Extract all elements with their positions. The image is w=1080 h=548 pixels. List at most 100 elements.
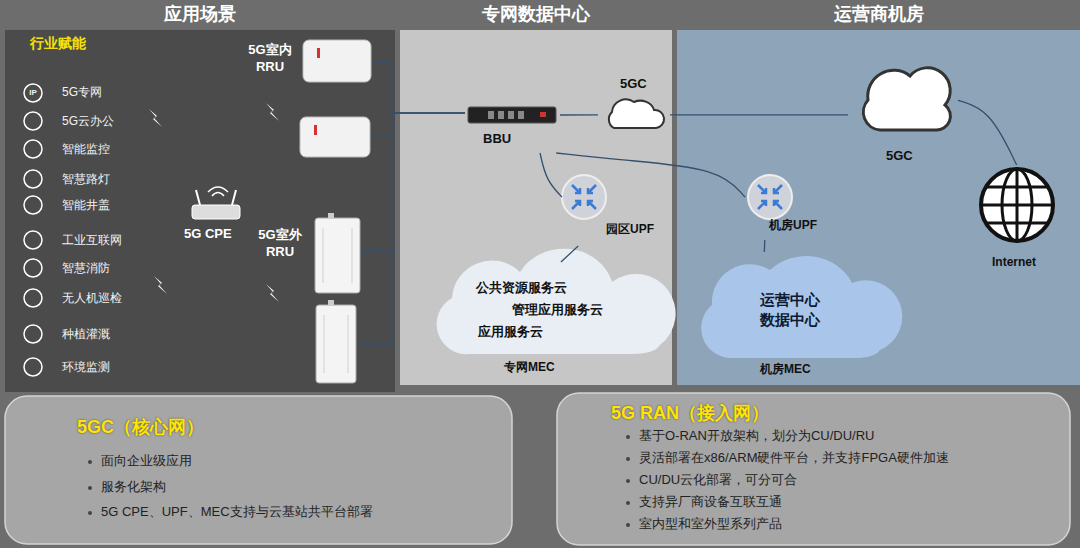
connector-line [362,113,465,250]
scenario-icon [24,259,42,277]
outdoor-rru-device [323,228,352,283]
bullet-text: 基于O-RAN开放架构，划分为CU/DU/RU [623,428,874,445]
globe-icon [981,169,1053,241]
scenario-label: 环境监测 [62,359,110,375]
extra-wire [356,137,392,345]
node-text: 5GC [886,148,913,165]
private-dc-panel: 专网数据中心BBU5GC园区UPF公共资源服务云管理应用服务云应用服务云专网ME… [400,30,672,385]
node-text: 机房UPF [769,218,817,234]
bbu-device [540,112,546,117]
node-text: 应用服务云 [478,324,543,341]
node-text: 运营中心 数据中心 [760,290,826,331]
node-text: 管理应用服务云 [512,302,603,319]
scenario-icon [24,140,42,158]
mec-cloud: 公共资源服务云管理应用服务云应用服务云专网MEC [438,262,670,380]
connector-line [556,153,745,197]
outdoor-rru-device [324,315,348,373]
indoor-rru-device [317,48,320,58]
lightning-symbol [266,284,279,302]
scenario-icon [24,84,42,376]
bullet-text: 5G CPE、UPF、MEC支持与云基站共平台部署 [85,504,373,521]
scenario-icon [24,112,42,130]
column-heading: 专网数据中心 [400,3,672,26]
indoor-rru-device [314,125,317,135]
upf-node: 园区UPF [562,172,670,246]
column-heading: 运营商机房 [677,3,1080,26]
scenario-label: 智能监控 [62,141,110,157]
outdoor-rru-device [328,213,334,219]
cpe-router [208,187,228,196]
operator-room-panel: 运营商机房5GC机房UPF运营中心 数据中心机房MECInternet [677,30,1080,385]
indoor-rru: 5G室内RRU [240,38,372,86]
mec-cloud [437,249,903,358]
node-text: 行业赋能 [30,34,86,52]
node-text: BBU [483,131,511,148]
core-cloud: 5GC [848,60,958,172]
extra-wire [370,136,392,137]
scenario-icon [24,325,42,343]
node-text: Internet [992,255,1036,271]
connector-line [958,100,1017,165]
core-cloud: 5GC [598,76,670,130]
scenario-label: 智慧路灯 [62,171,110,187]
icon-text: IP [24,86,42,100]
node-text: 机房MEC [760,362,811,378]
upf-router-icon [562,175,606,219]
cpe-device: 5G CPE [180,188,262,248]
scenario-label: 无人机巡检 [62,290,122,306]
lightning-symbol [154,276,167,294]
indoor-rru-device [303,40,371,82]
access-network-box: 5G RAN（接入网）基于O-RAN开放架构，划分为CU/DU/RU灵活部署在x… [557,393,1070,545]
bullet-text: CU/DU云化部署，可分可合 [623,472,797,489]
node-text: 5GC [620,76,647,93]
bbu-unit: BBU [465,103,560,153]
cloud-icon [863,68,950,130]
scenario-icon [24,196,42,214]
cpe-router [192,187,240,219]
upf-router-icon [562,175,606,219]
bbu-device [468,107,556,123]
bullet-text: 支持异厂商设备互联互通 [623,494,782,511]
connector-line [372,62,465,113]
scenario-icon [24,289,42,307]
lightning-symbol [149,103,279,302]
bbu-device [488,111,494,119]
upf-router-icon [572,185,596,209]
bbu-device [508,111,514,119]
lightning-symbol [149,109,162,127]
cloud-icon [609,99,664,128]
bullet-text: 灵活部署在x86/ARM硬件平台，并支持FPGA硬件加速 [623,450,949,467]
outdoor-rru-device [315,218,360,293]
extra-wire [356,250,392,345]
node-text: 5G室外RRU [254,227,306,261]
scenario-label: 智能井盖 [62,197,110,213]
scenario-icon [24,170,42,188]
node-text: 公共资源服务云 [476,280,567,297]
bbu-device [468,107,556,123]
outdoor-rru-device [316,305,356,383]
globe-icon [981,169,1053,241]
connector-line [764,240,766,252]
scenario-label: 工业互联网 [62,232,122,248]
outdoor-rru-device [328,300,334,306]
upf-router-icon [748,175,792,219]
node-text: 5GC（核心网） [77,416,204,439]
connector-line [540,153,562,197]
scenario-icon [24,358,42,376]
scenario-label: 种植灌溉 [62,326,110,342]
upf-router-icon [562,175,792,219]
panel-background [557,393,1070,545]
column-heading: 应用场景 [5,3,395,26]
bullet-text: 室内型和室外型系列产品 [623,516,782,533]
bbu-device [498,111,504,119]
indoor-rru-device [303,40,371,82]
mec-cloud [701,256,902,358]
mec-cloud: 运营中心 数据中心机房MEC [698,252,893,382]
outdoor-rru-device [315,213,360,383]
cloud-icon [609,68,951,130]
globe-icon [981,169,1053,241]
upf-router-icon [748,175,792,219]
node-text: 5G CPE [184,226,232,243]
